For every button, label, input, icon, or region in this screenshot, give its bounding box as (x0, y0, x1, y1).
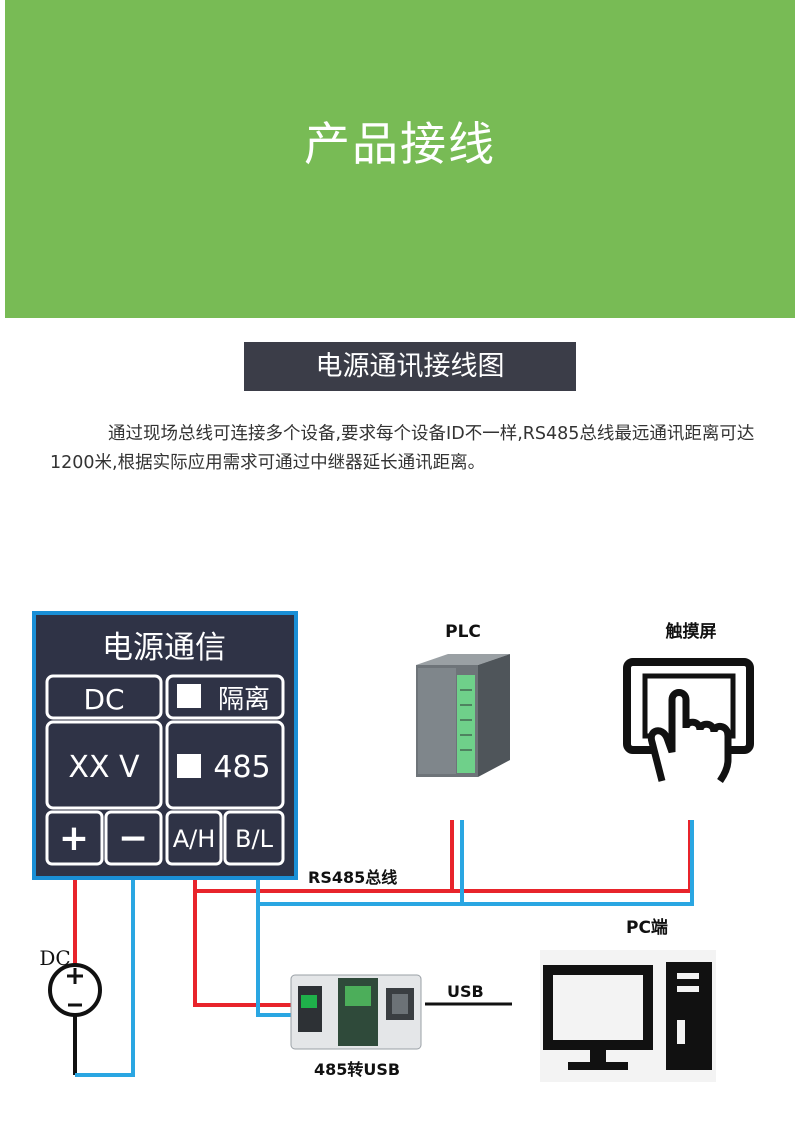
b-terminal: B/L (235, 825, 274, 853)
isolation-checkbox (177, 684, 201, 708)
converter-blue-wire (256, 904, 300, 1017)
description-text: 通过现场总线可连接多个设备,要求每个设备ID不一样,RS485总线最远通讯距离可… (50, 424, 755, 473)
wires (73, 820, 694, 1077)
section-title: 电源通讯接线图 (244, 342, 576, 391)
plus-terminal: + (59, 818, 89, 859)
header-banner: 产品接线 (5, 0, 795, 318)
bus-label: RS485总线 (308, 868, 397, 887)
voltage-label: XX V (68, 750, 140, 785)
a-terminal: A/H (173, 825, 216, 853)
power-comm-module: 电源通信 DC 隔离 XX V 485 + − A/H B/L (32, 611, 298, 880)
dc-source-icon: DC (39, 946, 102, 1017)
pc-icon (540, 950, 716, 1082)
converter-label: 485转USB (314, 1060, 400, 1079)
comm-checkbox (177, 754, 201, 778)
isolation-label: 隔离 (218, 685, 270, 715)
converter-icon (290, 974, 422, 1050)
usb-label: USB (447, 982, 484, 1001)
converter-red-wire (193, 891, 300, 1007)
touchscreen-icon (623, 658, 754, 783)
dc-blue-wire (75, 870, 135, 1077)
pc-label: PC端 (626, 917, 668, 938)
touchscreen-label: 触摸屏 (665, 621, 717, 642)
bus-blue-wire (256, 820, 694, 906)
banner-title: 产品接线 (304, 117, 496, 171)
dc-cell-label: DC (83, 683, 124, 716)
comm-label: 485 (213, 750, 270, 785)
plc-label: PLC (445, 622, 481, 642)
plc-icon (416, 654, 510, 777)
minus-terminal: − (118, 818, 148, 859)
module-title: 电源通信 (102, 630, 226, 666)
